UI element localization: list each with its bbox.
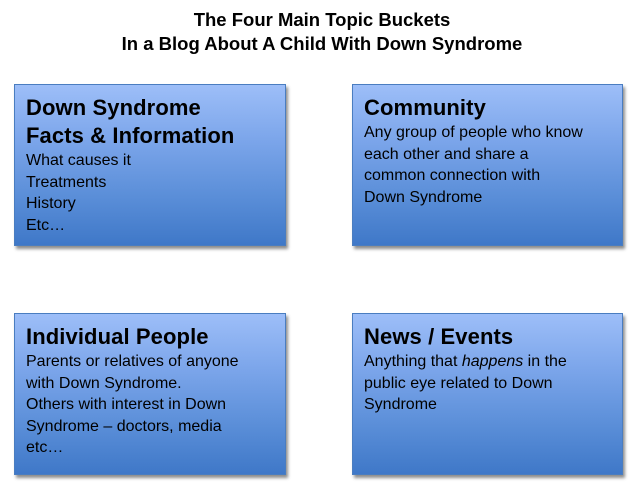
body-line: Anything that happens in the bbox=[364, 351, 622, 373]
bucket-facts-information: Down Syndrome Facts & Information What c… bbox=[14, 84, 286, 246]
heading-line: Facts & Information bbox=[26, 123, 235, 148]
body-line: History bbox=[26, 195, 76, 212]
title-line-1: The Four Main Topic Buckets bbox=[193, 9, 451, 30]
body-line: What causes it bbox=[26, 152, 131, 169]
body-line: Down Syndrome bbox=[364, 188, 483, 206]
bucket-individual-people: Individual People Parents or relatives o… bbox=[14, 313, 286, 475]
body-line: Parents or relatives of anyone bbox=[26, 353, 239, 370]
heading-line: News / Events bbox=[364, 324, 514, 349]
body-line: with Down Syndrome. bbox=[26, 374, 182, 392]
bucket-body: Any group of people who know each other … bbox=[364, 122, 622, 208]
diagram-title: The Four Main Topic Buckets In a Blog Ab… bbox=[0, 8, 644, 56]
bucket-body: What causes it Treatments History Etc… bbox=[26, 150, 285, 236]
bucket-news-events: News / Events Anything that happens in t… bbox=[352, 313, 623, 475]
bucket-heading: Community bbox=[364, 94, 622, 122]
body-line: Treatments bbox=[26, 173, 107, 191]
bucket-heading: Down Syndrome Facts & Information bbox=[26, 94, 285, 150]
body-text: in the bbox=[523, 353, 567, 370]
heading-line: Individual People bbox=[26, 324, 209, 349]
body-line: Others with interest in Down bbox=[26, 396, 227, 413]
body-line: etc… bbox=[26, 439, 64, 456]
body-line: Syndrome bbox=[364, 396, 437, 413]
body-line: Syndrome – doctors, media bbox=[26, 417, 222, 435]
title-line-2: In a Blog About A Child With Down Syndro… bbox=[121, 33, 523, 54]
bucket-body: Parents or relatives of anyone with Down… bbox=[26, 351, 285, 459]
body-line: each other and share a bbox=[364, 145, 529, 163]
heading-line: Community bbox=[364, 95, 486, 120]
bucket-heading: News / Events bbox=[364, 323, 622, 351]
body-text: Anything that bbox=[364, 353, 462, 370]
body-line: common connection with bbox=[364, 167, 541, 184]
body-text-emphasis: happens bbox=[461, 353, 524, 370]
body-line: public eye related to Down bbox=[364, 374, 553, 392]
body-line: Any group of people who know bbox=[364, 124, 583, 141]
heading-line: Down Syndrome bbox=[26, 95, 201, 120]
bucket-heading: Individual People bbox=[26, 323, 285, 351]
body-line: Etc… bbox=[26, 216, 66, 234]
bucket-body: Anything that happens in the public eye … bbox=[364, 351, 622, 416]
bucket-community: Community Any group of people who know e… bbox=[352, 84, 623, 246]
